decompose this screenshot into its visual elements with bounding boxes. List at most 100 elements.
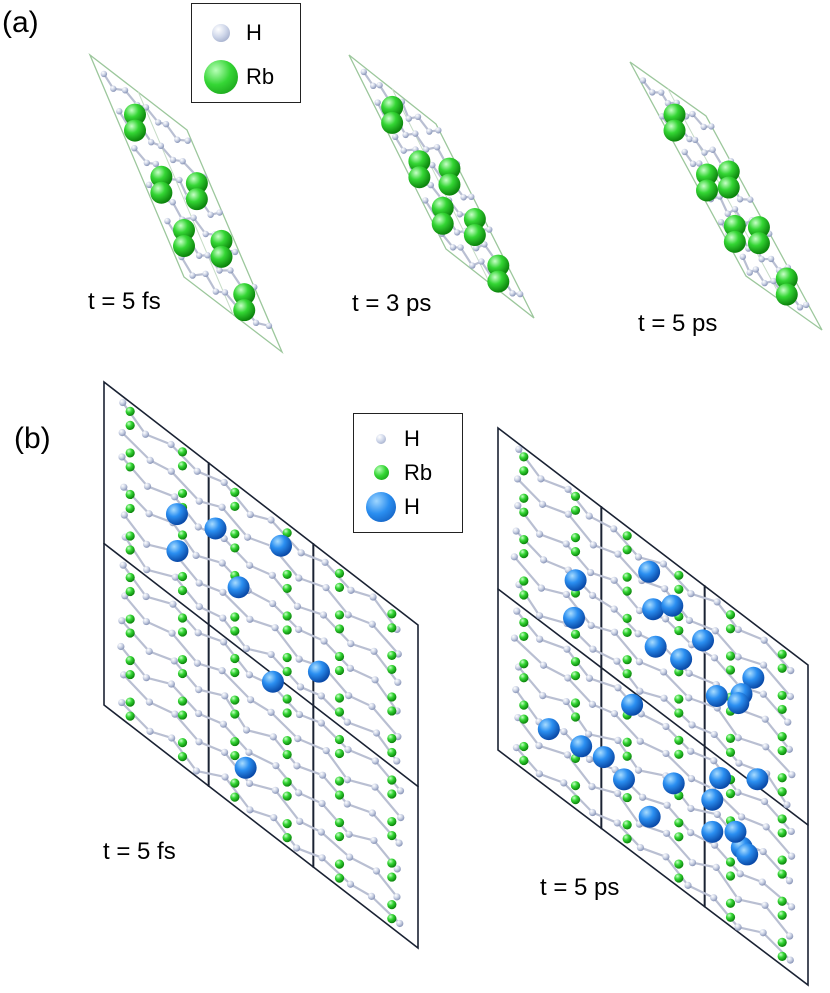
b1-h-atom: [146, 727, 154, 735]
a3-h-atom: [708, 123, 715, 130]
b2-bond: [538, 614, 569, 625]
b1-rb-atom: [230, 792, 240, 802]
b2-bond: [765, 772, 789, 806]
b1-h-atom: [195, 738, 203, 746]
b2-h-atom: [760, 636, 768, 644]
b1-h-highlight-atom: [204, 517, 227, 540]
b1-h-atom: [218, 559, 226, 567]
b1-h-atom: [220, 478, 228, 487]
legend-b-row-h: H: [354, 424, 462, 454]
b1-h-atom: [142, 592, 150, 601]
b2-h-atom: [734, 734, 742, 742]
b1-bond: [321, 856, 352, 886]
legend-b-h-highlight-label: H: [404, 494, 420, 519]
b2-h-atom: [614, 736, 622, 745]
b1-rb-atom: [387, 609, 397, 619]
b2-rb-atom: [674, 694, 684, 704]
b2-bond: [764, 718, 791, 751]
a1-h-atom: [121, 87, 129, 94]
b2-rb-atom: [777, 773, 787, 783]
b1-h-highlight-atom: [166, 539, 189, 562]
b1-rb-atom: [334, 624, 345, 634]
b1-rb-atom: [177, 571, 188, 582]
b2-rb-atom: [725, 857, 736, 867]
b2-h-atom: [639, 793, 647, 801]
b2-rb-atom: [777, 690, 787, 701]
b1-rb-atom: [125, 406, 135, 416]
b2-rb-atom: [622, 613, 632, 623]
b1-rb-atom: [230, 543, 240, 553]
b2-h-atom: [685, 694, 693, 702]
b1-h-atom: [370, 836, 378, 845]
b2-h-atom: [535, 742, 543, 750]
b2-bond: [590, 624, 616, 634]
b1-bond: [245, 728, 275, 738]
b2-bond: [515, 610, 541, 641]
a1-h-atom: [227, 267, 234, 274]
a3-h-atom: [758, 256, 765, 263]
b1-h-atom: [295, 574, 303, 582]
b2-rb-atom: [674, 832, 684, 842]
b2-h-atom: [688, 721, 696, 729]
b2-h-highlight-atom: [644, 635, 667, 658]
b1-h-atom: [120, 483, 128, 491]
b2-h-atom: [537, 584, 545, 592]
b2-bond: [517, 583, 541, 617]
b1-bond: [146, 485, 176, 498]
a2-h-atom: [400, 147, 407, 154]
b2-h-atom: [610, 628, 619, 636]
b1-h-atom: [119, 398, 127, 407]
b2-h-atom: [563, 751, 572, 759]
b2-h-atom: [587, 621, 595, 630]
b2-rb-atom: [519, 534, 529, 545]
b2-rb-atom: [725, 733, 736, 743]
b2-rb-atom: [622, 627, 632, 637]
b2-rb-atom: [570, 657, 581, 667]
b1-rb-atom: [282, 694, 292, 704]
b1-h-highlight-atom: [165, 503, 188, 526]
b1-h-atom: [195, 579, 203, 587]
a2-rb-atom: [463, 208, 486, 231]
a2-h-atom: [376, 81, 383, 89]
b1-h-atom: [295, 789, 303, 797]
a1-rb-atom: [172, 219, 195, 242]
b1-h-atom: [141, 430, 150, 438]
b1-rb-atom: [282, 611, 292, 621]
a1-h-atom: [157, 142, 165, 150]
b2-h-atom: [562, 697, 570, 706]
a2-h-atom: [433, 144, 441, 151]
b2-rb-atom: [777, 731, 787, 742]
a2-h-atom: [422, 197, 429, 204]
b2-h-atom: [659, 560, 668, 568]
b1-h-atom: [246, 615, 254, 623]
b1-bond: [375, 869, 399, 898]
b1-h-atom: [343, 800, 351, 808]
a1-rb-atom: [123, 103, 146, 126]
b1-h-atom: [347, 586, 355, 594]
b1-h-atom: [194, 523, 202, 531]
a1-h-atom: [265, 322, 273, 330]
b1-h-atom: [195, 497, 203, 505]
a3-h-atom: [802, 301, 810, 309]
legend-b-h-label: H: [404, 426, 420, 451]
b2-bond: [736, 791, 766, 803]
b2-h-highlight-atom: [537, 718, 560, 741]
b2-h-atom: [512, 527, 520, 535]
b2-bond: [763, 800, 793, 833]
a1-h-atom: [179, 157, 186, 165]
b2-bond: [541, 503, 570, 516]
b1-h-atom: [344, 746, 352, 754]
a3-rb-atom: [747, 232, 770, 255]
b2-rb-atom: [570, 698, 581, 708]
b2-rb-atom: [777, 937, 787, 948]
b2-bond: [736, 655, 765, 667]
a3-h-atom: [731, 205, 739, 213]
a1-h-atom: [202, 270, 209, 278]
b2-bond: [686, 884, 715, 899]
b1-h-atom: [293, 844, 301, 852]
b2-h-atom: [539, 691, 547, 700]
a2-h-atom: [509, 290, 516, 297]
b2-h-highlight-atom: [742, 666, 765, 689]
b2-h-atom: [735, 759, 743, 767]
b1-rb-atom: [177, 668, 188, 679]
